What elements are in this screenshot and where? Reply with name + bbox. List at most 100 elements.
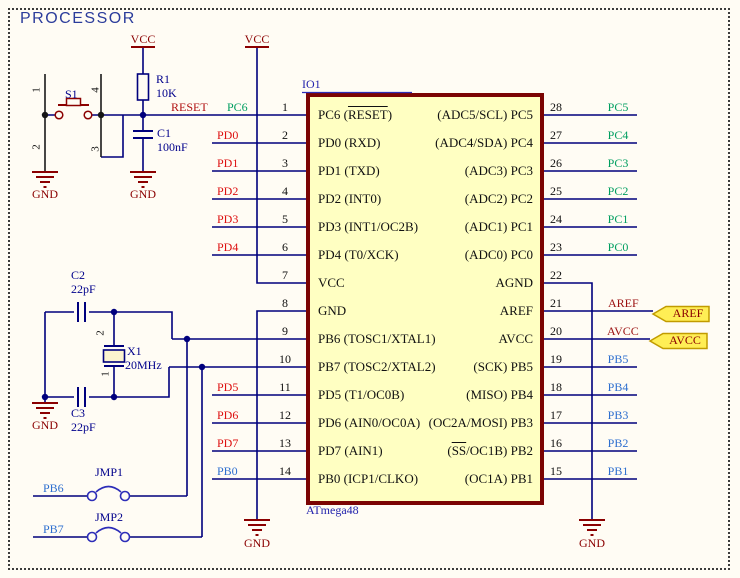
ic-pin-name: PD6 (AIN0/OC0A) xyxy=(318,415,421,430)
net-label-pc2: PC2 xyxy=(607,184,629,198)
ic-pin-name: PD2 (INT0) xyxy=(318,191,382,206)
s1-pin-4: 4 xyxy=(89,87,102,93)
pin-number: 2 xyxy=(282,128,288,142)
x1-pin-1: 1 xyxy=(99,371,112,377)
gnd-label: GND xyxy=(579,536,605,550)
pin-number: 21 xyxy=(550,296,562,310)
c2-value: 22pF xyxy=(71,282,96,296)
net-label-pd6: PD6 xyxy=(217,408,239,422)
reset-button-s1[interactable] xyxy=(54,97,93,120)
pin-number: 7 xyxy=(282,268,288,282)
pin-number: 11 xyxy=(279,380,291,394)
gnd-label: GND xyxy=(32,418,58,432)
pin-number: 28 xyxy=(550,100,562,114)
pin-number: 14 xyxy=(279,464,291,478)
gnd-label: GND xyxy=(130,187,156,201)
gnd-label: GND xyxy=(244,536,270,550)
junction-dots xyxy=(41,111,206,401)
pin-number: 4 xyxy=(282,184,288,198)
ic-pin-name: PB7 (TOSC2/XTAL2) xyxy=(318,359,436,374)
pin-number: 24 xyxy=(550,212,562,226)
net-label-pc0: PC0 xyxy=(607,240,629,254)
aref-tag-label: AREF xyxy=(672,306,704,320)
capacitor-c2[interactable] xyxy=(77,302,86,322)
pin-number: 10 xyxy=(279,352,291,366)
x1-value: 20MHz xyxy=(125,358,162,372)
ic-pin-name: (OC1A) PB1 xyxy=(464,471,533,486)
s1-pin-2: 2 xyxy=(30,144,43,150)
net-label-pb3: PB3 xyxy=(607,408,629,422)
net-label-pd3: PD3 xyxy=(217,212,239,226)
capacitor-c3[interactable] xyxy=(77,387,86,407)
avcc-tag[interactable] xyxy=(648,332,708,350)
pin-number: 5 xyxy=(282,212,288,226)
pin-number: 20 xyxy=(550,324,562,338)
c3-ref: C3 xyxy=(71,406,86,420)
ic-pin-name: (MISO) PB4 xyxy=(466,387,533,402)
c1-ref: C1 xyxy=(157,126,172,140)
s1-ref: S1 xyxy=(65,87,78,101)
ic-pin-name: GND xyxy=(318,303,347,318)
jumper-jmp1[interactable] xyxy=(86,485,131,502)
s1-pin-3: 3 xyxy=(89,146,102,152)
net-label-pd1: PD1 xyxy=(217,156,239,170)
ic-pin-name: PB0 (ICP1/CLKO) xyxy=(318,471,419,486)
sheet-border xyxy=(8,8,730,570)
r1-ref: R1 xyxy=(156,72,171,86)
net-label-pd5: PD5 xyxy=(217,380,239,394)
ic-pin-name: AREF xyxy=(499,303,533,318)
ic-part-name: ATmega48 xyxy=(306,503,359,517)
net-label-pd4: PD4 xyxy=(217,240,239,254)
resistor-r1[interactable] xyxy=(136,73,150,101)
ic-pin-name: (ADC1) PC1 xyxy=(464,219,533,234)
net-label-pb0: PB0 xyxy=(217,464,238,478)
aref-tag[interactable] xyxy=(651,305,710,323)
ic-pin-name: (ADC5/SCL) PC5 xyxy=(437,107,533,122)
ic-pin-name: (ADC4/SDA) PC4 xyxy=(435,135,533,150)
avcc-tag-label: AVCC xyxy=(669,333,701,347)
pin-number: 15 xyxy=(550,464,562,478)
ic-pin-name: (SCK) PB5 xyxy=(473,359,533,374)
net-label-pc5: PC5 xyxy=(607,100,629,114)
r1-value: 10K xyxy=(156,86,177,100)
ic-pin-name: PD5 (T1/OC0B) xyxy=(318,387,405,402)
net-label-pc6: PC6 xyxy=(227,100,248,114)
net-label-aref: AREF xyxy=(608,296,639,310)
pin-number: 17 xyxy=(550,408,562,422)
net-label-avcc: AVCC xyxy=(607,324,639,338)
ic-pin-name: PD7 (AIN1) xyxy=(318,443,383,458)
pin-number: 1 xyxy=(282,100,288,114)
pin-number: 9 xyxy=(282,324,288,338)
pin-number: 8 xyxy=(282,296,288,310)
ic-pin-name: PD0 (RXD) xyxy=(318,135,381,150)
x1-ref: X1 xyxy=(127,344,142,358)
capacitor-c1[interactable] xyxy=(133,130,153,139)
x1-pin-2: 2 xyxy=(94,330,107,336)
jumper-jmp2[interactable] xyxy=(86,526,131,543)
ic-pin-name: PB6 (TOSC1/XTAL1) xyxy=(318,331,436,346)
net-label-pb4: PB4 xyxy=(607,380,629,394)
pin-number: 27 xyxy=(550,128,562,142)
vcc-label: VCC xyxy=(244,32,270,46)
net-label-pc3: PC3 xyxy=(607,156,629,170)
ic-body[interactable] xyxy=(306,93,544,505)
net-label-pb1: PB1 xyxy=(607,464,629,478)
pin-number: 3 xyxy=(282,156,288,170)
net-label-pd7: PD7 xyxy=(217,436,239,450)
ic-pin-name: (OC2A/MOSI) PB3 xyxy=(428,415,533,430)
ic-pin-name: PD4 (T0/XCK) xyxy=(318,247,399,262)
ic-pin-name: (ADC3) PC3 xyxy=(464,163,533,178)
jmp2-ref: JMP2 xyxy=(95,510,124,524)
pin-number: 18 xyxy=(550,380,562,394)
pin-number: 12 xyxy=(279,408,291,422)
ic-pin-name: (ADC0) PC0 xyxy=(464,247,533,262)
pin-number: 13 xyxy=(279,436,291,450)
crystal-x1[interactable] xyxy=(102,345,126,367)
net-label-pb7: PB7 xyxy=(43,522,64,536)
net-label-pd0: PD0 xyxy=(217,128,239,142)
ic-pin-name: PD1 (TXD) xyxy=(318,163,380,178)
gnd-label: GND xyxy=(32,187,58,201)
ic-pin-name: VCC xyxy=(318,275,345,290)
net-label-pc4: PC4 xyxy=(607,128,629,142)
